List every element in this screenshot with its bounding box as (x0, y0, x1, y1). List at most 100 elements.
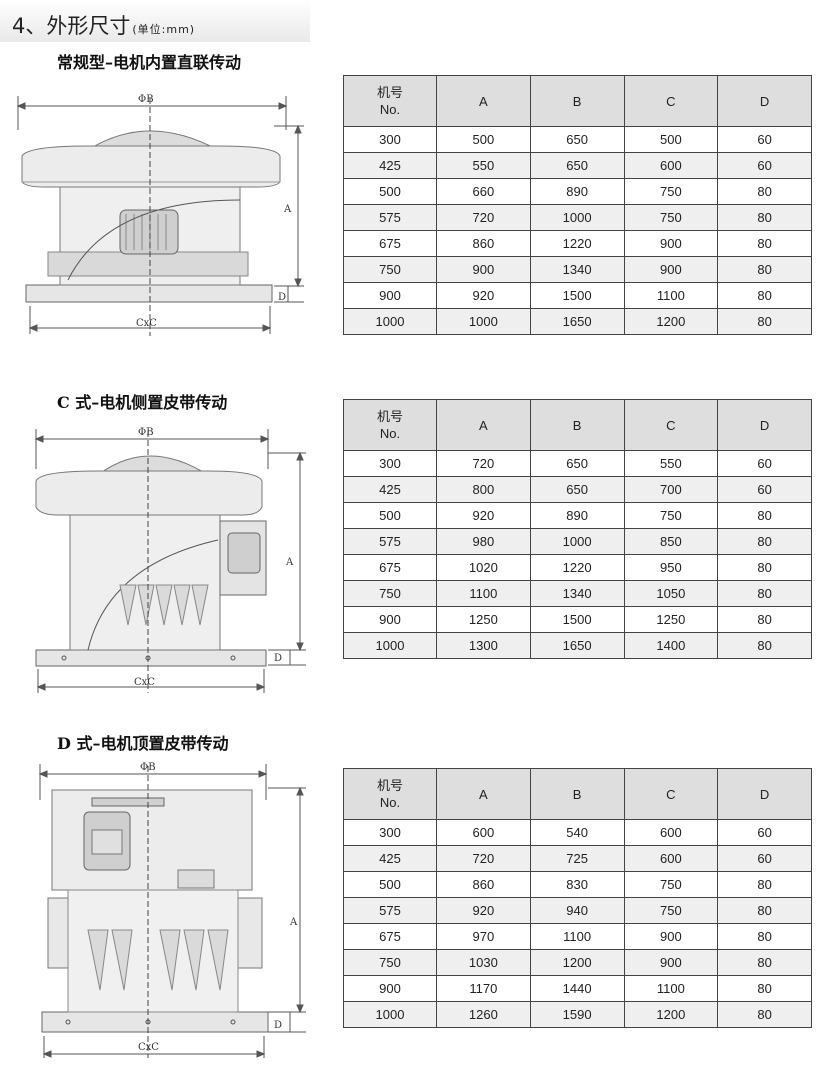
header-a: A (436, 399, 531, 451)
table-cell: 660 (436, 178, 531, 205)
table-cell: 900 (623, 230, 719, 257)
table-cell: 650 (529, 152, 625, 179)
table-cell: 950 (623, 554, 719, 581)
label-phi-b: ΦB (140, 762, 156, 773)
table-cell: 860 (436, 871, 531, 898)
table-cell: 1340 (529, 256, 625, 283)
table-cell: 900 (623, 949, 719, 976)
table-cell: 1030 (436, 949, 531, 976)
fan-diagram-c-type: ΦB A D CxC (28, 425, 318, 695)
table-cell: 550 (623, 450, 719, 477)
header-c: C (623, 768, 719, 820)
table-cell: 80 (717, 975, 812, 1002)
table-cell: 575 (343, 204, 437, 231)
table-cell: 890 (529, 502, 625, 529)
fan-diagram-d-type: ΦB A D CxC (28, 760, 318, 1060)
section-title-standard: 常规型–电机内置直联传动 (57, 53, 242, 72)
table-cell: 1000 (343, 308, 437, 335)
table-cell: 500 (343, 178, 437, 205)
table-cell: 750 (623, 871, 719, 898)
table-cell: 725 (529, 845, 625, 872)
table-cell: 900 (343, 282, 437, 309)
label-a: A (283, 204, 292, 215)
table-cell: 720 (436, 450, 531, 477)
table-cell: 60 (717, 450, 812, 477)
table-cell: 750 (623, 204, 719, 231)
table-cell: 900 (343, 975, 437, 1002)
table-cell: 720 (436, 845, 531, 872)
table-cell: 1000 (529, 204, 625, 231)
label-a: A (289, 917, 298, 928)
table-cell: 1200 (529, 949, 625, 976)
table-cell: 80 (717, 204, 812, 231)
table-cell: 80 (717, 606, 812, 633)
header-c: C (623, 399, 719, 451)
table-cell: 675 (343, 230, 437, 257)
table-cell: 920 (436, 897, 531, 924)
table-cell: 800 (436, 476, 531, 503)
table-cell: 890 (529, 178, 625, 205)
table-cell: 425 (343, 476, 437, 503)
table-cell: 900 (623, 923, 719, 950)
table-cell: 1650 (529, 632, 625, 659)
table-cell: 80 (717, 580, 812, 607)
table-cell: 920 (436, 282, 531, 309)
table-cell: 940 (529, 897, 625, 924)
table-cell: 575 (343, 528, 437, 555)
table-cell: 675 (343, 923, 437, 950)
table-cell: 80 (717, 632, 812, 659)
page-title-main: 4、外形尺寸 (12, 14, 131, 38)
table-cell: 1050 (623, 580, 719, 607)
table-cell: 1170 (436, 975, 531, 1002)
table-cell: 1260 (436, 1001, 531, 1028)
header-band (0, 0, 310, 42)
table-cell: 900 (343, 606, 437, 633)
table-cell: 1200 (623, 308, 719, 335)
table-cell: 300 (343, 126, 437, 153)
label-d: D (274, 653, 282, 664)
table-cell: 80 (717, 923, 812, 950)
table-cell: 750 (343, 256, 437, 283)
table-cell: 650 (529, 126, 625, 153)
table-cell: 1020 (436, 554, 531, 581)
table-cell: 600 (436, 819, 531, 846)
table-cell: 540 (529, 819, 625, 846)
table-cell: 550 (436, 152, 531, 179)
table-cell: 900 (623, 256, 719, 283)
table-cell: 1250 (436, 606, 531, 633)
table-cell: 80 (717, 949, 812, 976)
label-d: D (274, 1020, 282, 1031)
table-cell: 700 (623, 476, 719, 503)
label-cxc: CxC (136, 318, 157, 329)
table-cell: 80 (717, 897, 812, 924)
label-cxc: CxC (134, 677, 155, 688)
table-cell: 1340 (529, 580, 625, 607)
table-cell: 720 (436, 204, 531, 231)
table-cell: 1220 (529, 554, 625, 581)
page-title: 4、外形尺寸(单位:mm) (12, 10, 195, 40)
table-cell: 60 (717, 126, 812, 153)
table-cell: 80 (717, 554, 812, 581)
table-cell: 1500 (529, 282, 625, 309)
table-cell: 850 (623, 528, 719, 555)
